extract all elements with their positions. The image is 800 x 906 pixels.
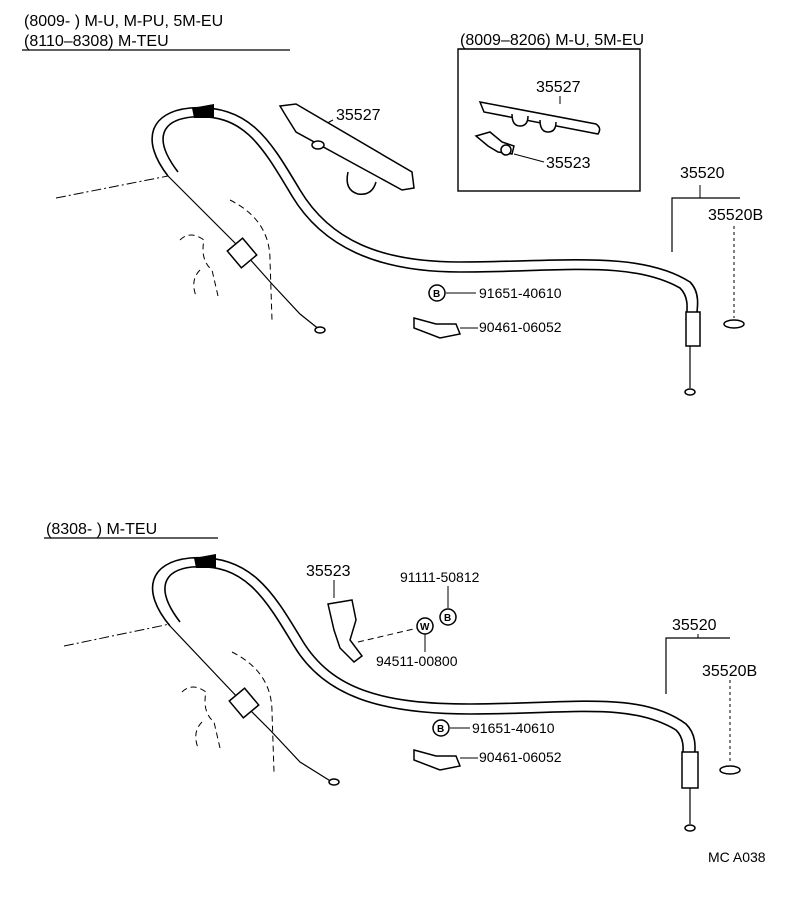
lower-header: (8308- ) M-TEU — [46, 521, 157, 538]
upper-pedal-outline-2 — [229, 199, 273, 321]
lower-cable-leader — [665, 637, 730, 694]
upper-pedal-outline — [179, 234, 219, 297]
upper-header-line1: (8009- ) M-U, M-PU, 5M-EU — [24, 13, 223, 30]
footer-code: MC A038 — [708, 849, 766, 865]
upper-header-line2: (8110–8308) M-TEU — [24, 33, 169, 50]
upper-clamp-part-label: 90461-06052 — [479, 319, 562, 335]
lower-clamp2-part — [413, 749, 462, 771]
lower-cable-wire — [169, 625, 333, 783]
inset-bracket-tab1 — [511, 113, 529, 127]
inset-clamp-leader — [513, 153, 545, 163]
lower-cable-b-part — [719, 765, 741, 775]
upper-cable-b-part — [723, 319, 745, 329]
upper-bracket-part — [278, 103, 415, 191]
upper-bolt-part-label: 91651-40610 — [479, 285, 562, 301]
lower-clamp-dash — [357, 627, 419, 643]
upper-cable-sleeve — [192, 104, 214, 118]
lower-cable-sleeve — [194, 554, 216, 568]
upper-cable-fitting — [685, 311, 701, 347]
inset-box — [457, 48, 641, 192]
lower-cable-outer — [151, 556, 696, 761]
lower-cable-nut — [228, 687, 260, 719]
lower-pedal-outline-2 — [231, 651, 275, 773]
lower-section: (8308- ) M-TEU 35523 91111-50812 B W 945… — [44, 521, 757, 832]
lower-part-cable-b-label: 35520B — [702, 663, 757, 680]
lower-cable-end-tip — [684, 824, 696, 832]
lower-clamp-part — [327, 599, 364, 663]
upper-bolt-symbol: B — [433, 289, 440, 300]
lower-cable-fitting — [681, 751, 699, 789]
inset-title: (8009–8206) M-U, 5M-EU — [460, 32, 644, 49]
lower-bolt-symbol: B — [444, 613, 451, 624]
lower-part-clamp-label: 35523 — [306, 563, 351, 580]
upper-bolt-symbol-circle — [428, 284, 446, 302]
lower-bolt-top-label: 91111-50812 — [400, 569, 480, 585]
lower-pedal-outline — [181, 686, 221, 749]
upper-part-cable-label: 35520 — [680, 165, 725, 182]
upper-section: (8009- ) M-U, M-PU, 5M-EU (8110–8308) M-… — [22, 13, 763, 396]
upper-cable-end-tip — [684, 388, 696, 396]
lower-bolt-symbol2: B — [437, 724, 444, 735]
upper-cable-wire — [167, 175, 321, 331]
lower-clamp2-part-label: 90461-06052 — [479, 749, 562, 765]
upper-cable-nut — [226, 237, 258, 269]
upper-body-reference-line — [55, 175, 169, 199]
upper-cable-outer — [151, 106, 699, 321]
upper-part-cable-b-label: 35520B — [708, 207, 763, 224]
upper-clamp-part — [413, 317, 462, 339]
inset-bracket-tab2 — [539, 119, 557, 133]
lower-bolt-part-label: 91651-40610 — [472, 720, 555, 736]
lower-washer-symbol: W — [420, 622, 430, 633]
upper-bracket-hole — [311, 140, 325, 150]
lower-cable-inner — [164, 565, 684, 761]
upper-inset: (8009–8206) M-U, 5M-EU 35527 35523 — [457, 32, 644, 192]
upper-cable-end — [314, 326, 326, 334]
inset-clamp-hole — [500, 144, 512, 156]
upper-part-bracket-label: 35527 — [336, 107, 381, 124]
upper-bracket-hook — [346, 171, 377, 195]
inset-bracket-part — [478, 101, 601, 135]
lower-bolt-symbol-circle — [439, 608, 457, 626]
upper-cable-inner — [162, 115, 688, 321]
lower-cable-end — [328, 778, 340, 786]
lower-washer-part-label: 94511-00800 — [376, 653, 458, 669]
inset-part-bracket-label: 35527 — [536, 79, 581, 96]
inset-part-clamp-label: 35523 — [546, 155, 591, 172]
upper-cable-leader — [671, 197, 740, 252]
lower-body-reference-line — [63, 623, 171, 647]
lower-part-cable-label: 35520 — [672, 617, 717, 634]
lower-bolt-symbol2-circle — [432, 719, 450, 737]
